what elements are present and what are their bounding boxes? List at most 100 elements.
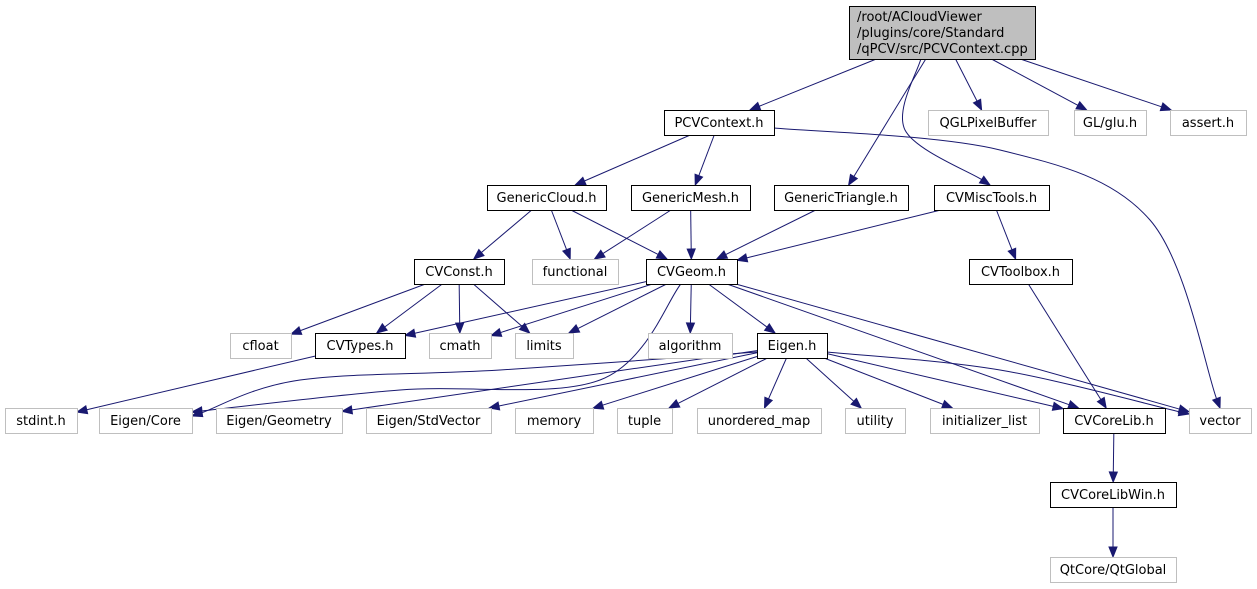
node-label: CVCoreLib.h	[1074, 414, 1154, 429]
arrowhead-icon	[686, 248, 696, 261]
node-eigencore: Eigen/Core	[99, 408, 193, 434]
edge-line	[300, 283, 426, 332]
edge-root-to-pcvcontext	[748, 58, 877, 111]
node-label: CVMiscTools.h	[946, 191, 1037, 206]
node-label: CVToolbox.h	[981, 265, 1060, 280]
node-label: /plugins/core/Standard	[857, 26, 1004, 41]
node-box	[99, 408, 193, 434]
edge-line	[955, 58, 978, 102]
arrowhead-icon	[487, 401, 501, 411]
edge-cvgeom-to-algorithm	[685, 283, 696, 335]
edge-line	[826, 353, 1054, 407]
node-label: CVCoreLibWin.h	[1061, 488, 1165, 503]
node-eigen[interactable]: Eigen.h	[757, 333, 828, 359]
node-label: QtCore/QtGlobal	[1060, 563, 1167, 578]
node-root[interactable]: /root/ACloudViewer/plugins/core/Standard…	[849, 6, 1036, 60]
edge-line	[725, 209, 816, 256]
node-label: tuple	[628, 414, 661, 429]
node-label: GL/glu.h	[1083, 116, 1137, 131]
node-box	[849, 6, 1036, 60]
edge-cvconst-to-limits	[473, 283, 531, 334]
edge-pcvcontext-to-vector	[773, 127, 1221, 410]
node-cvgeom[interactable]: CVGeom.h	[646, 259, 738, 285]
node-cvconst[interactable]: CVConst.h	[414, 259, 505, 285]
node-label: cfloat	[242, 339, 278, 354]
node-box	[648, 333, 733, 359]
edge-cvgeom-to-cvtypes	[403, 281, 647, 338]
node-vector: vector	[1189, 408, 1252, 434]
arrowhead-icon	[1177, 407, 1191, 417]
arrowhead-icon	[847, 173, 859, 187]
edge-line	[498, 352, 758, 407]
edge-line	[1027, 283, 1102, 400]
node-box	[697, 408, 822, 434]
edge-cvconst-to-cfloat	[289, 283, 426, 335]
node-label: /root/ACloudViewer	[857, 10, 982, 25]
node-box	[366, 408, 492, 434]
arrowhead-icon	[972, 98, 983, 112]
edge-line	[577, 283, 667, 329]
edge-pcvcontext-to-genericcloud	[574, 134, 691, 186]
node-label: /qPCV/src/PCVContext.cpp	[857, 42, 1028, 57]
node-genericcloud[interactable]: GenericCloud.h	[487, 185, 607, 211]
edge-line	[570, 209, 659, 255]
node-glu: GL/glu.h	[1074, 110, 1147, 136]
edge-root-to-qglpixelbuffer	[955, 58, 983, 112]
node-box	[1050, 482, 1177, 508]
edge-line	[351, 350, 758, 411]
edge-line	[689, 283, 692, 324]
edge-generictriangle-to-cvgeom	[715, 209, 816, 260]
node-genericmesh[interactable]: GenericMesh.h	[631, 185, 751, 211]
node-label: cmath	[439, 339, 480, 354]
node-label: vector	[1199, 414, 1241, 429]
node-label: GenericMesh.h	[642, 191, 739, 206]
node-box	[631, 185, 751, 211]
edge-line	[677, 357, 768, 404]
node-box	[774, 185, 909, 211]
edge-line	[853, 58, 927, 177]
node-cmath: cmath	[429, 333, 492, 359]
edge-eigen-to-eigengeometry	[340, 350, 758, 415]
node-algorithm: algorithm	[648, 333, 733, 359]
node-limits: limits	[515, 333, 574, 359]
edge-line	[473, 283, 523, 327]
node-cvcorelib[interactable]: CVCoreLib.h	[1063, 408, 1166, 434]
arrowhead-icon	[472, 248, 485, 260]
node-generictriangle[interactable]: GenericTriangle.h	[774, 185, 909, 211]
arrowhead-icon	[403, 328, 417, 338]
nodes-layer: /root/ACloudViewer/plugins/core/Standard…	[5, 6, 1252, 583]
node-cvtoolbox[interactable]: CVToolbox.h	[969, 259, 1073, 285]
arrowhead-icon	[75, 405, 89, 415]
node-label: Eigen/Core	[110, 414, 181, 429]
edge-line	[746, 209, 941, 259]
node-box	[1170, 110, 1247, 136]
node-label: PCVContext.h	[674, 116, 763, 131]
arrowhead-icon	[763, 396, 774, 410]
arrowhead-icon	[735, 253, 749, 263]
arrowhead-icon	[763, 322, 777, 334]
node-box	[216, 408, 343, 434]
arrowhead-icon	[454, 322, 465, 335]
edge-line	[698, 134, 715, 176]
node-label: Eigen/StdVector	[377, 414, 481, 429]
node-cvtypes[interactable]: CVTypes.h	[315, 333, 406, 359]
arrowhead-icon	[1067, 400, 1080, 409]
node-pcvcontext[interactable]: PCVContext.h	[664, 110, 775, 136]
arrowhead-icon	[593, 249, 606, 260]
node-label: unordered_map	[708, 414, 811, 429]
arrowhead-icon	[1159, 102, 1173, 112]
node-box	[969, 259, 1073, 285]
node-cvcorelibwin[interactable]: CVCoreLibWin.h	[1050, 482, 1177, 508]
edge-line	[1020, 58, 1162, 108]
edge-cvcorelib-to-cvcorelibwin	[1108, 432, 1119, 484]
edge-cvconst-to-cvtypes	[375, 283, 443, 334]
node-label: assert.h	[1182, 116, 1234, 131]
edge-line	[768, 357, 787, 400]
edge-line	[826, 351, 1180, 413]
arrowhead-icon	[289, 326, 303, 335]
arrowhead-icon	[1051, 401, 1065, 411]
edge-line	[773, 127, 1217, 399]
arrowhead-icon	[685, 322, 696, 335]
node-cvmisctools[interactable]: CVMiscTools.h	[934, 185, 1050, 211]
edge-line	[602, 209, 672, 255]
